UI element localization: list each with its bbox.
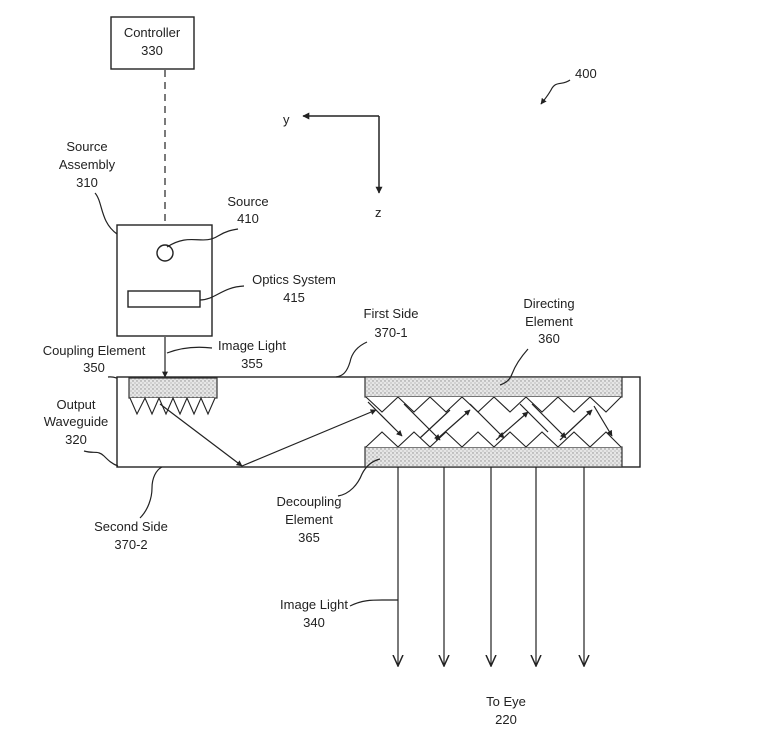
source-number: 410 bbox=[237, 211, 259, 226]
decoupling-grating bbox=[365, 431, 622, 448]
output-waveguide-label-2: Waveguide bbox=[44, 414, 109, 429]
directing-element-label-2: Element bbox=[525, 314, 573, 329]
directing-element-leader bbox=[499, 348, 529, 386]
output-waveguide-leader bbox=[83, 450, 119, 467]
optics-system-leader bbox=[199, 285, 245, 301]
directing-element-label-1: Directing bbox=[523, 296, 574, 311]
controller-number: 330 bbox=[141, 43, 163, 58]
image-light-in-label: Image Light bbox=[218, 338, 286, 353]
y-axis-label: y bbox=[283, 112, 290, 127]
image-light-out-label: Image Light bbox=[280, 597, 348, 612]
source-assembly-label-2: Assembly bbox=[59, 157, 116, 172]
output-rays bbox=[398, 467, 584, 666]
figure-pointer bbox=[540, 79, 571, 105]
to-eye-label: To Eye bbox=[486, 694, 526, 709]
source-assembly bbox=[116, 224, 213, 337]
first-side-label: First Side bbox=[364, 306, 419, 321]
first-side-number: 370-1 bbox=[374, 325, 407, 340]
decoupling-element-label-2: Element bbox=[285, 512, 333, 527]
directing-element-number: 360 bbox=[538, 331, 560, 346]
source-leader bbox=[166, 228, 239, 248]
optics-system-number: 415 bbox=[283, 290, 305, 305]
output-waveguide-number: 320 bbox=[65, 432, 87, 447]
image-light-in-number: 355 bbox=[241, 356, 263, 371]
decoupling-element-leader bbox=[337, 458, 381, 497]
optics-element bbox=[127, 290, 201, 308]
image-light-in-leader bbox=[166, 346, 213, 354]
directing-grating bbox=[365, 396, 622, 413]
image-light-out-number: 340 bbox=[303, 615, 325, 630]
coupling-element bbox=[128, 377, 218, 399]
source-assembly-leader bbox=[94, 192, 118, 235]
decoupling-element-number: 365 bbox=[298, 530, 320, 545]
source-assembly-label-1: Source bbox=[66, 139, 107, 154]
decoupling-element bbox=[364, 446, 623, 468]
controller-block: Controller 330 bbox=[110, 16, 195, 70]
z-axis-label: z bbox=[375, 205, 382, 220]
figure-reference: 400 bbox=[540, 66, 597, 105]
second-side-leader bbox=[139, 466, 163, 519]
second-side-number: 370-2 bbox=[114, 537, 147, 552]
to-eye-number: 220 bbox=[495, 712, 517, 727]
figure-number: 400 bbox=[575, 66, 597, 81]
decoupling-element-label-1: Decoupling bbox=[276, 494, 341, 509]
output-waveguide-label-1: Output bbox=[56, 397, 95, 412]
source-label: Source bbox=[227, 194, 268, 209]
internal-light-path bbox=[159, 401, 613, 467]
image-light-out-leader bbox=[349, 599, 398, 607]
coupling-grating bbox=[129, 396, 216, 416]
source-emitter bbox=[156, 244, 174, 262]
coordinate-axes: y z bbox=[283, 112, 383, 220]
optics-system-label: Optics System bbox=[252, 272, 336, 287]
controller-label: Controller bbox=[124, 25, 181, 40]
first-side-leader bbox=[335, 341, 368, 378]
second-side-label: Second Side bbox=[94, 519, 168, 534]
coupling-element-number: 350 bbox=[83, 360, 105, 375]
directing-element bbox=[364, 376, 623, 398]
source-assembly-number: 310 bbox=[76, 175, 98, 190]
coupling-element-label: Coupling Element bbox=[43, 343, 146, 358]
